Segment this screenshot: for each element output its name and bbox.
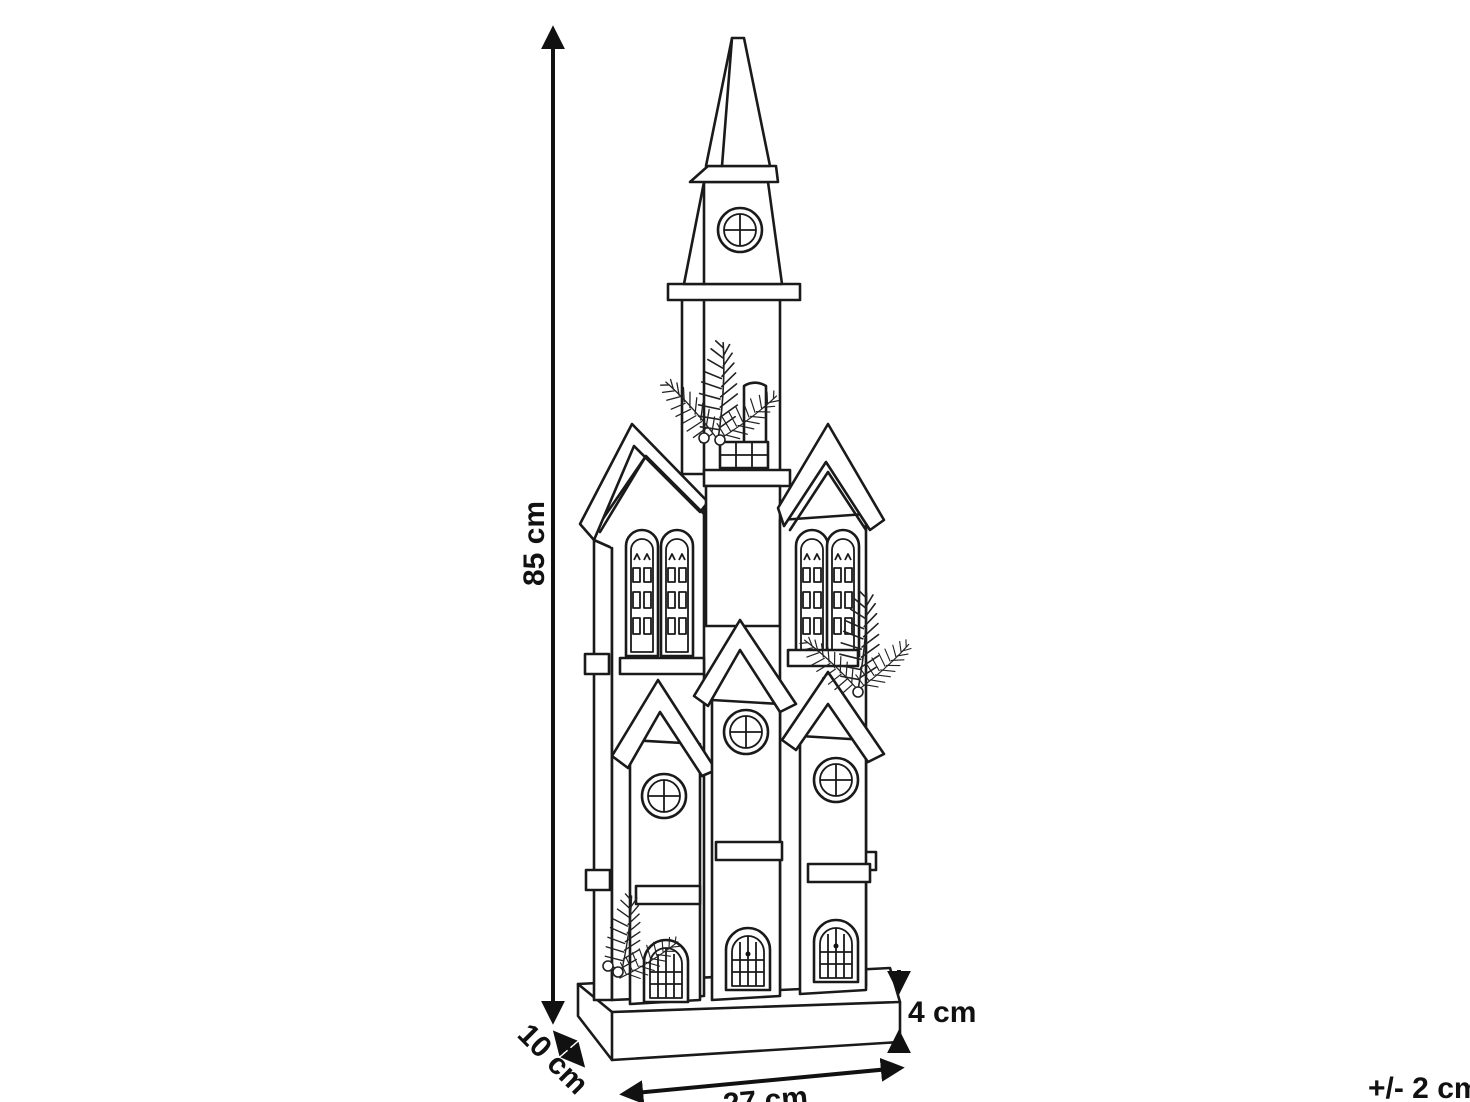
round-window: [812, 756, 860, 804]
pine-decoration: [788, 588, 915, 703]
left-tall-roof: [578, 422, 710, 542]
spire-top: [704, 36, 772, 168]
pine-decoration: [646, 337, 783, 455]
depth-label: 10 cm: [511, 1018, 594, 1101]
tower-ledge: [702, 468, 792, 488]
tower-cornice: [666, 282, 802, 302]
width-label: 27 cm: [722, 1081, 810, 1102]
round-window: [640, 772, 688, 820]
window-ledge: [634, 884, 702, 906]
depth-dimension: [552, 1030, 586, 1068]
christmas-church-illustration: [576, 36, 915, 1062]
base-height-label: 4 cm: [908, 996, 976, 1029]
arch-door: [642, 938, 690, 1004]
window-ledge: [618, 656, 706, 676]
arch-door: [724, 926, 772, 992]
pine-decoration: [599, 892, 684, 993]
tolerance-label: +/- 2 cm: [1368, 1072, 1470, 1102]
window-ledge: [806, 862, 872, 884]
window-ledge: [714, 840, 784, 862]
front-center-roof: [692, 618, 798, 714]
round-window: [716, 206, 764, 254]
tall-window: [659, 528, 695, 658]
wall-bracket: [584, 868, 612, 892]
wall-bracket: [583, 652, 611, 676]
height-label: 85 cm: [518, 501, 551, 586]
tall-window: [825, 528, 861, 658]
arch-door: [812, 918, 860, 984]
front-left-roof: [610, 678, 718, 778]
round-window: [722, 708, 770, 756]
right-tall-roof: [776, 422, 886, 532]
tall-window: [624, 528, 660, 658]
tall-window: [794, 528, 830, 658]
width-dimension: [619, 1057, 905, 1102]
front-right-roof: [780, 670, 886, 764]
